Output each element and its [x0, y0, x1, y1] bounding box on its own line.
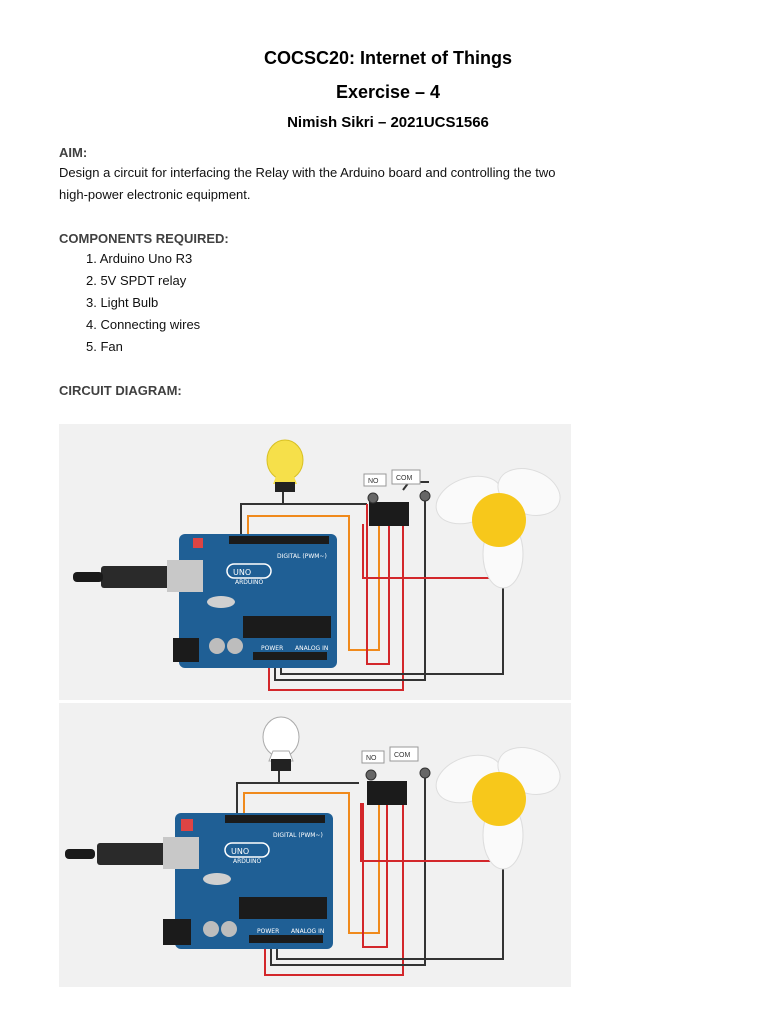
author-line: Nimish Sikri – 2021UCS1566 — [287, 114, 489, 131]
crystal — [207, 596, 235, 608]
components-heading: COMPONENTS REQUIRED: — [59, 231, 229, 246]
atmega-chip — [239, 897, 327, 919]
relay-terminal — [419, 767, 431, 779]
components-list: 1. Arduino Uno R3 2. 5V SPDT relay 3. Li… — [86, 248, 200, 358]
reset-button — [193, 538, 203, 548]
board-brand-label: ARDUINO — [235, 579, 264, 586]
relay-no-tag — [361, 750, 385, 764]
crystal — [203, 873, 231, 885]
analog-label: ANALOG IN — [295, 645, 328, 652]
wire-black — [240, 503, 367, 536]
fan-hub-icon — [472, 493, 526, 547]
capacitor — [203, 921, 219, 937]
wire-red — [268, 524, 404, 691]
usb-cable-end — [73, 572, 103, 582]
circuit-diagram-bulb-on: NO COM DIGITAL (PWM~) UNO ARDUINO POWER … — [59, 424, 571, 700]
wire-red — [362, 524, 494, 579]
wire-orange — [243, 792, 380, 934]
capacitor — [227, 638, 243, 654]
aim-text-line-2: high-power electronic equipment. — [59, 187, 251, 202]
power-label: POWER — [257, 928, 279, 935]
list-item: 1. Arduino Uno R3 — [86, 251, 193, 266]
bulb-neck — [273, 474, 297, 484]
list-item: 5. Fan — [86, 339, 123, 354]
relay-com-tag — [389, 746, 419, 762]
capacitor — [221, 921, 237, 937]
aim-heading: AIM: — [59, 145, 88, 160]
relay — [367, 781, 407, 805]
relay-com-tag — [391, 469, 421, 485]
exercise-title: Exercise – 4 — [335, 82, 441, 102]
relay-com-label: COM — [394, 752, 411, 759]
wire-red — [264, 803, 404, 976]
relay-no-label: NO — [366, 755, 377, 762]
wire-red — [362, 803, 388, 948]
usb-port — [167, 560, 203, 592]
wire-black — [270, 769, 426, 966]
wire-black — [236, 782, 359, 813]
relay — [369, 502, 409, 526]
atmega-chip — [243, 616, 331, 638]
relay-terminal — [419, 490, 431, 502]
power-jack — [163, 919, 191, 945]
course-title: COCSC20: Internet of Things — [263, 48, 512, 68]
wire-black — [276, 823, 504, 960]
circuit-diagram-svg: NO COM DIGITAL (PWM~) UNO ARDUINO POWER … — [73, 439, 561, 691]
circuit-diagram-svg: NO COM DIGITAL (PWM~) UNO ARDUINO POWER … — [65, 716, 561, 976]
relay-terminal — [367, 492, 379, 504]
wire-black — [274, 490, 426, 681]
relay-no-label: NO — [368, 478, 379, 485]
wire-red — [366, 504, 390, 665]
usb-port — [163, 837, 199, 869]
relay-com-label: COM — [396, 475, 413, 482]
power-analog-header — [253, 652, 327, 660]
digital-label: DIGITAL (PWM~) — [277, 553, 327, 560]
relay-terminal — [365, 769, 377, 781]
circuit-heading: CIRCUIT DIAGRAM: — [59, 383, 182, 398]
bulb-socket — [271, 759, 291, 771]
relay-no-tag — [363, 473, 387, 487]
fan-hub-icon — [472, 772, 526, 826]
reset-button — [181, 819, 193, 831]
bulb-socket — [275, 482, 295, 492]
digital-header — [229, 536, 329, 544]
board-brand-label: ARDUINO — [233, 858, 262, 865]
list-item: 3. Light Bulb — [86, 295, 159, 310]
circuit-diagram-bulb-off: NO COM DIGITAL (PWM~) UNO ARDUINO POWER … — [59, 703, 571, 987]
wire-orange — [247, 515, 380, 651]
power-analog-header — [249, 935, 323, 943]
digital-label: DIGITAL (PWM~) — [273, 832, 323, 839]
wire-red — [360, 803, 494, 862]
bulb-neck — [268, 750, 294, 762]
wire-black — [280, 544, 504, 675]
board-uno-label: UNO — [233, 568, 251, 577]
power-jack — [173, 638, 199, 662]
arduino-logo-icon — [224, 842, 270, 858]
usb-cable — [97, 843, 167, 865]
power-label: POWER — [261, 645, 283, 652]
arduino-logo-icon — [226, 563, 272, 579]
aim-text-line-1: Design a circuit for interfacing the Rel… — [59, 165, 556, 180]
list-item: 2. 5V SPDT relay — [86, 273, 187, 288]
analog-label: ANALOG IN — [291, 928, 324, 935]
capacitor — [209, 638, 225, 654]
usb-cable — [101, 566, 171, 588]
list-item: 4. Connecting wires — [86, 317, 201, 332]
digital-header — [225, 815, 325, 823]
usb-cable-end — [65, 849, 95, 859]
board-uno-label: UNO — [231, 847, 249, 856]
